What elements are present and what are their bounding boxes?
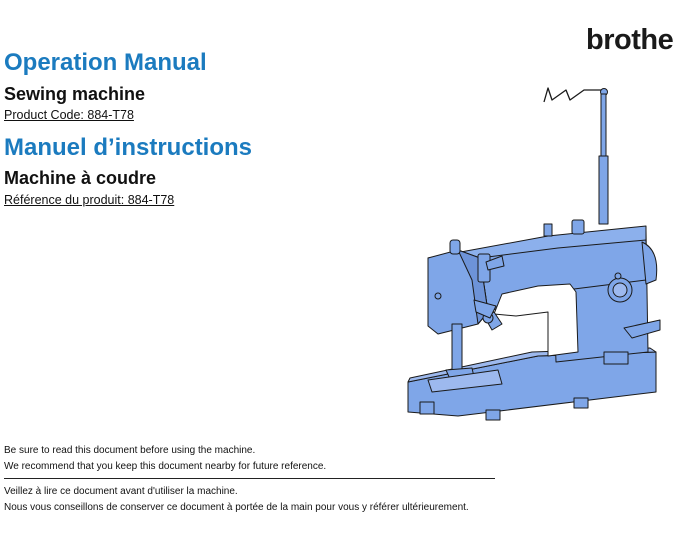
english-note-read-first: Be sure to read this document before usi… (4, 445, 256, 456)
english-note-keep-nearby: We recommend that you keep this document… (4, 461, 327, 472)
english-product-code: Product Code: 884-T78 (4, 108, 134, 122)
french-note-keep-nearby: Nous vous conseillons de conserver ce do… (4, 502, 469, 513)
brand-logo: brothe (586, 24, 674, 56)
english-title: Operation Manual (4, 49, 207, 76)
english-subtitle: Sewing machine (4, 84, 146, 104)
french-subtitle: Machine à coudre (4, 168, 157, 188)
divider-line (4, 478, 495, 479)
french-title: Manuel d’instructions (4, 134, 253, 161)
sewing-machine-illustration (407, 87, 661, 421)
french-note-read-first: Veillez à lire ce document avant d'utili… (4, 486, 238, 497)
french-product-code: Référence du produit: 884-T78 (4, 193, 175, 207)
